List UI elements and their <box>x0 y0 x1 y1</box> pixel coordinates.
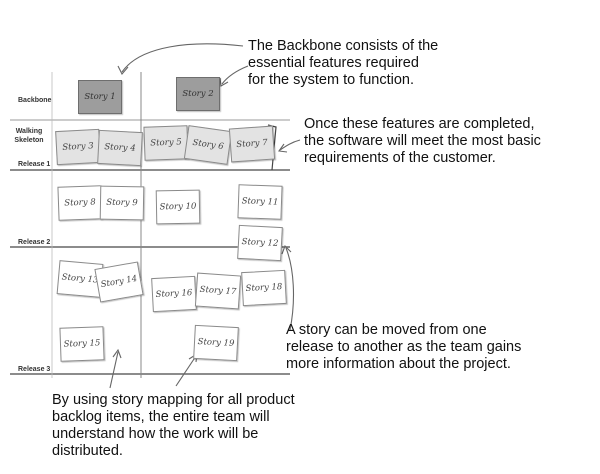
story-card-3: Story 3 <box>55 128 101 166</box>
row-label-release-2: Release 2 <box>18 239 51 246</box>
story-card-15: Story 15 <box>59 326 105 362</box>
note-mapping-line: By using story mapping for all product <box>52 392 295 408</box>
note-story-mapping: By using story mapping for all product b… <box>52 392 295 460</box>
note-skeleton-line: requirements of the customer. <box>304 150 496 166</box>
story-card-19: Story 19 <box>193 324 239 362</box>
arrow-mapping-right <box>175 355 197 387</box>
story-card-1: Story 1 <box>78 80 122 114</box>
row-label-release-3: Release 3 <box>18 366 51 373</box>
note-backbone-line: The Backbone consists of the <box>248 38 439 54</box>
arrowhead-mapping-left <box>112 348 122 359</box>
row-label-backbone: Backbone <box>18 97 52 104</box>
note-backbone-line: essential features required <box>248 55 419 71</box>
story-card-9: Story 9 <box>99 185 145 221</box>
arrow-to-story-2 <box>221 65 249 85</box>
story-card-12: Story 12 <box>237 224 283 262</box>
note-moving-line: release to another as the team gains <box>286 339 522 355</box>
note-moving-line: A story can be moved from one <box>286 322 487 338</box>
note-moving-line: more information about the project. <box>286 356 511 372</box>
story-card-16: Story 16 <box>151 275 197 313</box>
note-backbone-line: for the system to function. <box>248 72 415 88</box>
row-label-walking-skeleton: Walking Skeleton <box>14 128 44 144</box>
story-card-18: Story 18 <box>241 269 287 307</box>
story-card-6: Story 6 <box>183 125 233 165</box>
arrow-move-story <box>285 247 295 331</box>
note-backbone: The Backbone consists of the essential f… <box>248 38 438 89</box>
story-card-11: Story 11 <box>237 184 283 220</box>
arrowhead-story-1 <box>117 65 129 75</box>
note-walking-skeleton: Once these features are completed, the s… <box>304 116 541 167</box>
arrowhead-skeleton <box>278 143 288 153</box>
note-skeleton-line: Once these features are completed, <box>304 116 535 132</box>
story-card-17: Story 17 <box>194 272 242 310</box>
arrowhead-story-2 <box>219 77 229 87</box>
arrow-to-story-1 <box>121 43 244 73</box>
note-moving-stories: A story can be moved from one release to… <box>286 322 521 373</box>
note-mapping-line: backlog items, the entire team will <box>52 409 270 425</box>
story-card-7: Story 7 <box>228 125 276 163</box>
arrow-mapping-left <box>109 351 119 389</box>
story-card-5: Story 5 <box>143 125 189 161</box>
story-card-8: Story 8 <box>57 185 103 221</box>
note-mapping-line: distributed. <box>52 443 123 459</box>
note-mapping-line: understand how the work will be <box>52 426 259 442</box>
row-label-release-1: Release 1 <box>18 161 51 168</box>
story-card-4: Story 4 <box>97 129 143 167</box>
story-card-2: Story 2 <box>176 77 220 111</box>
arrow-skeleton <box>279 139 301 151</box>
story-card-10: Story 10 <box>155 189 201 225</box>
arrowhead-move-story <box>281 245 292 255</box>
note-skeleton-line: the software will meet the most basic <box>304 133 541 149</box>
